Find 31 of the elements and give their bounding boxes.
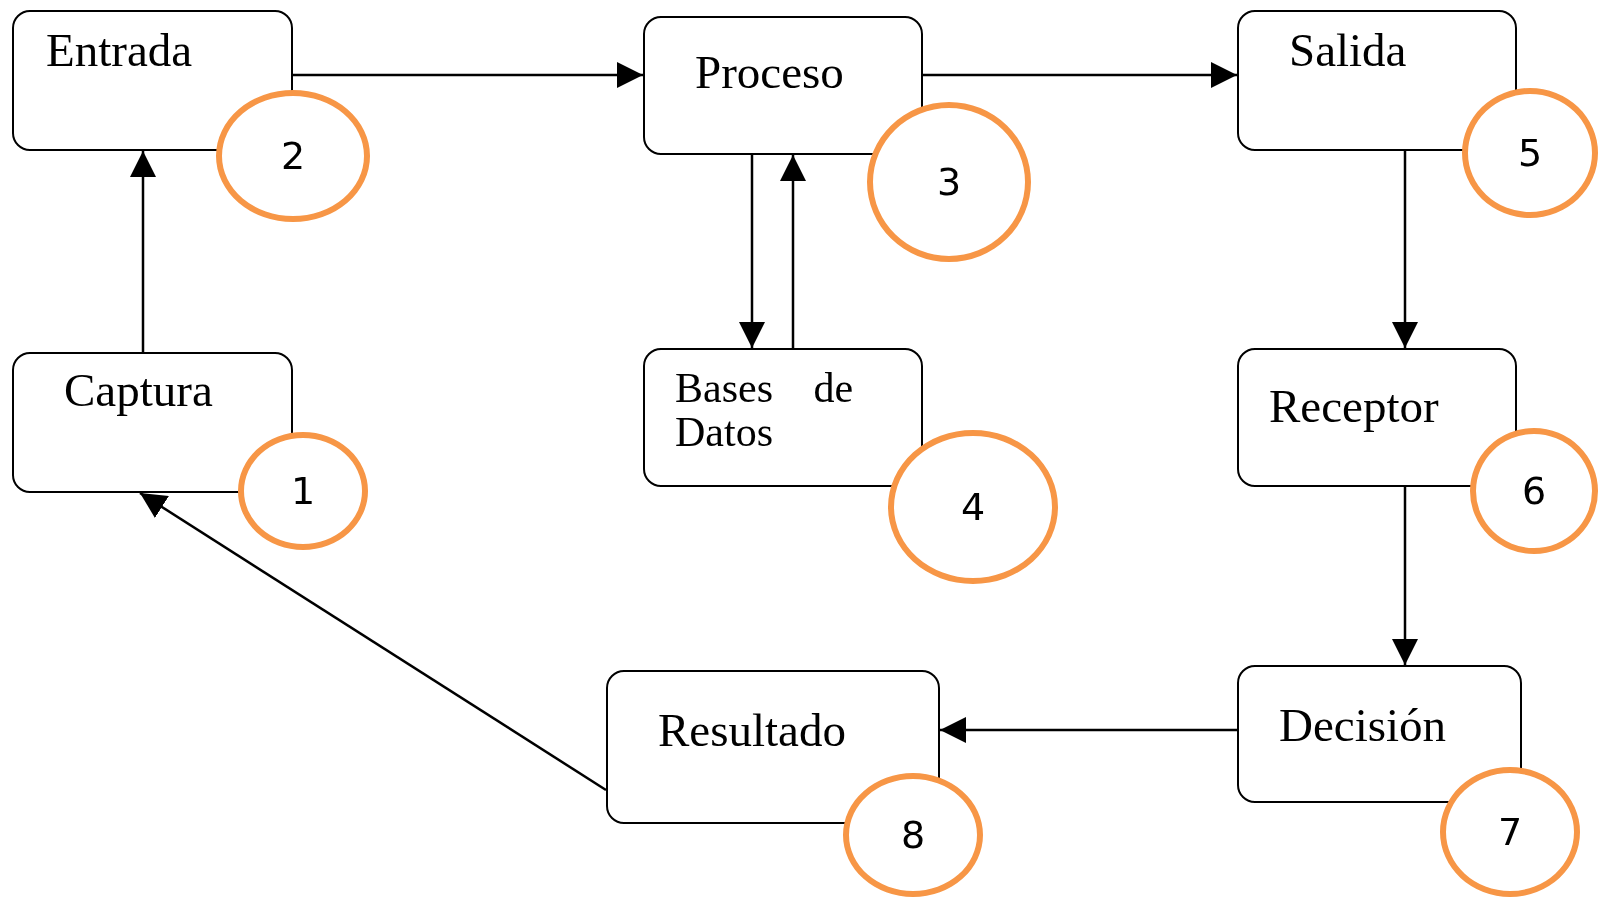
arrow [139,491,607,792]
step-number: 7 [1497,810,1523,854]
box-label: Bases de Datos [675,366,855,455]
box-label: Salida [1289,26,1408,76]
process-box [12,352,293,493]
process-box [643,16,923,155]
step-number: 3 [936,160,962,204]
box-label: Captura [64,366,214,416]
box-label: Receptor [1269,382,1440,432]
step-number: 5 [1517,131,1543,175]
step-number: 1 [290,469,316,513]
step-number: 4 [960,485,986,529]
arrow [130,151,156,352]
arrow [293,62,643,88]
process-box [1237,348,1517,487]
process-box [1237,665,1522,803]
step-number: 2 [280,134,306,178]
arrow [739,155,765,348]
arrow [1392,151,1418,348]
box-label: Resultado [658,706,847,756]
step-number: 8 [900,813,926,857]
arrow [923,62,1237,88]
process-box [1237,10,1517,151]
step-number: 6 [1521,469,1547,513]
process-box [643,348,923,487]
box-label: Decisión [1279,701,1448,751]
arrow [1392,487,1418,665]
box-label: Entrada [46,26,194,76]
box-label: Proceso [695,48,845,98]
arrow [780,155,806,348]
arrow [940,717,1237,743]
